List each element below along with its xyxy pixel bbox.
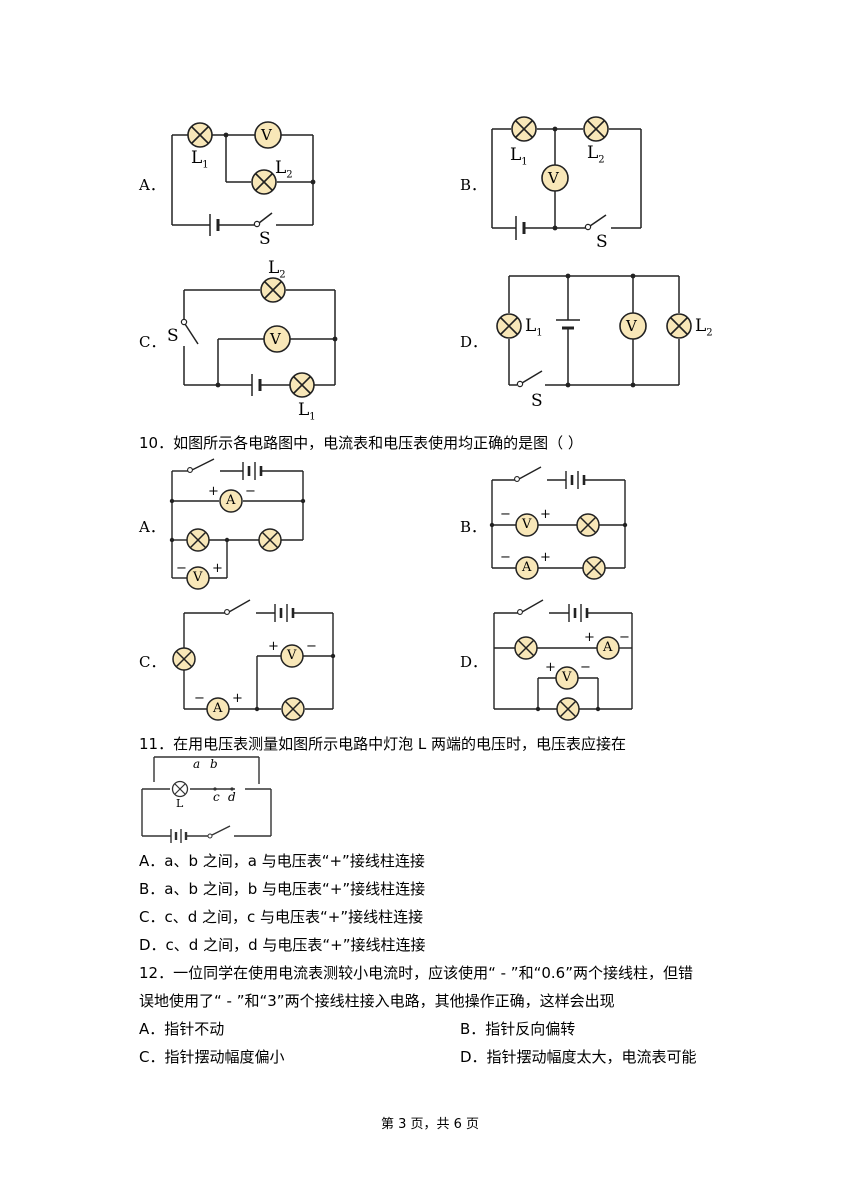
q10a-a-label: A [226, 493, 236, 508]
q10c-a-minus: − [194, 691, 205, 706]
q10d-lamp-1 [514, 636, 538, 660]
q10d-v-plus: + [545, 660, 556, 675]
q10d-a-minus: − [619, 630, 630, 645]
q12-stem-line1: 12．一位同学在使用电流表测较小电流时，应该使用“ - ”和“0.6”两个接线柱… [139, 964, 693, 982]
q10c-a-label: A [213, 701, 223, 716]
q9c-s-label: S [167, 326, 179, 346]
q10b-a-plus: + [540, 550, 551, 565]
q9a-v-label: V [261, 126, 272, 144]
q10c-a-plus: + [232, 691, 243, 706]
q11-option-b[interactable]: B．a、b 之间，b 与电压表“+”接线柱连接 [139, 880, 426, 898]
q10b-v-plus: + [540, 507, 551, 522]
q9d-v-label: V [626, 317, 637, 335]
q12-option-d[interactable]: D．指针摆动幅度太大，电流表可能 [460, 1048, 697, 1066]
q11-point-a: a [193, 757, 201, 771]
q11-circuit [141, 756, 272, 843]
page-footer: 第 3 页，共 6 页 [380, 1117, 480, 1132]
q9d-l1-label: L1 [525, 316, 543, 339]
q9c-v-label: V [270, 330, 281, 348]
q10b-a-minus: − [500, 550, 511, 565]
q11-stem: 11．在用电压表测量如图所示电路中灯泡 L 两端的电压时，电压表应接在 [139, 735, 626, 753]
q11-point-c: c [213, 790, 220, 804]
q10-stem: 10．如图所示各电路图中，电流表和电压表使用均正确的是图（ ） [139, 434, 583, 452]
q9c-l1-label: L1 [298, 400, 316, 423]
q10d-a-plus: + [584, 630, 595, 645]
q9-option-c-label[interactable]: C． [139, 333, 166, 351]
q10b-a-label: A [522, 560, 532, 575]
q9d-lamp-l1 [496, 313, 522, 339]
q10a-v-label: V [193, 570, 203, 585]
q10-option-c-label[interactable]: C． [139, 653, 166, 671]
q10b-lamp-2 [582, 556, 606, 580]
q10-option-d-label[interactable]: D． [460, 653, 488, 671]
q10a-v-plus: + [212, 561, 223, 576]
q9-option-d-label[interactable]: D． [460, 333, 488, 351]
q9b-s-label: S [596, 232, 608, 252]
q11-point-b: b [210, 757, 218, 771]
q10d-lamp-2 [556, 697, 580, 721]
q9a-lamp-l1 [187, 122, 213, 148]
q9a-l2-label: L2 [275, 158, 293, 181]
q10c-lamp-1 [172, 647, 196, 671]
q9b-v-label: V [548, 169, 559, 187]
q9b-lamp-l1 [511, 116, 537, 142]
q10-option-a-label[interactable]: A． [139, 518, 165, 536]
q10d-v-minus: − [580, 660, 591, 675]
q9d-s-label: S [531, 391, 543, 411]
q9c-lamp-l1 [289, 372, 315, 398]
q10d-v-label: V [562, 670, 572, 685]
q10c-v-label: V [287, 648, 297, 663]
q10c-lamp-2 [281, 697, 305, 721]
q10-circuit-d [493, 599, 633, 710]
q12-option-b[interactable]: B．指针反向偏转 [460, 1020, 576, 1038]
q12-option-a[interactable]: A．指针不动 [139, 1020, 225, 1038]
q9-option-a-label[interactable]: A． [139, 176, 165, 194]
q10c-v-plus: + [268, 639, 279, 654]
q9-option-b-label[interactable]: B． [460, 176, 487, 194]
q9c-l2-label: L2 [268, 258, 286, 281]
q10d-a-label: A [603, 640, 613, 655]
q11-lamp-label: L [176, 797, 184, 810]
q10a-lamp-2 [258, 528, 282, 552]
q10b-v-label: V [522, 517, 532, 532]
q10-circuit-b [491, 466, 626, 569]
q10c-v-minus: − [306, 639, 317, 654]
q10-circuit-a [171, 458, 304, 579]
q9d-lamp-l2 [666, 313, 692, 339]
q9b-l1-label: L1 [510, 145, 528, 168]
q9a-lamp-l2 [251, 169, 277, 195]
q12-option-c[interactable]: C．指针摆动幅度偏小 [139, 1048, 285, 1066]
q9b-l2-label: L2 [587, 143, 605, 166]
q10a-a-plus: + [208, 484, 219, 499]
q10b-v-minus: − [500, 507, 511, 522]
q11-point-d: d [228, 790, 236, 804]
q9a-l1-label: L1 [191, 148, 209, 171]
q9b-lamp-l2 [583, 116, 609, 142]
q10a-v-minus: − [176, 561, 187, 576]
q10-option-b-label[interactable]: B． [460, 518, 487, 536]
q9d-l2-label: L2 [695, 316, 713, 339]
q11-option-c[interactable]: C．c、d 之间，c 与电压表“+”接线柱连接 [139, 908, 424, 926]
q10a-a-minus: − [245, 484, 256, 499]
q10-circuit-c [183, 599, 334, 710]
q9a-s-label: S [259, 229, 271, 249]
q10b-lamp-1 [576, 513, 600, 537]
q11-option-a[interactable]: A．a、b 之间，a 与电压表“+”接线柱连接 [139, 852, 425, 870]
q9c-lamp-l2 [260, 277, 286, 303]
q10a-lamp-1 [186, 528, 210, 552]
q11-option-d[interactable]: D．c、d 之间，d 与电压表“+”接线柱连接 [139, 936, 426, 954]
q12-stem-line2: 误地使用了“ - ”和“3”两个接线柱接入电路，其他操作正确，这样会出现 [139, 992, 615, 1010]
